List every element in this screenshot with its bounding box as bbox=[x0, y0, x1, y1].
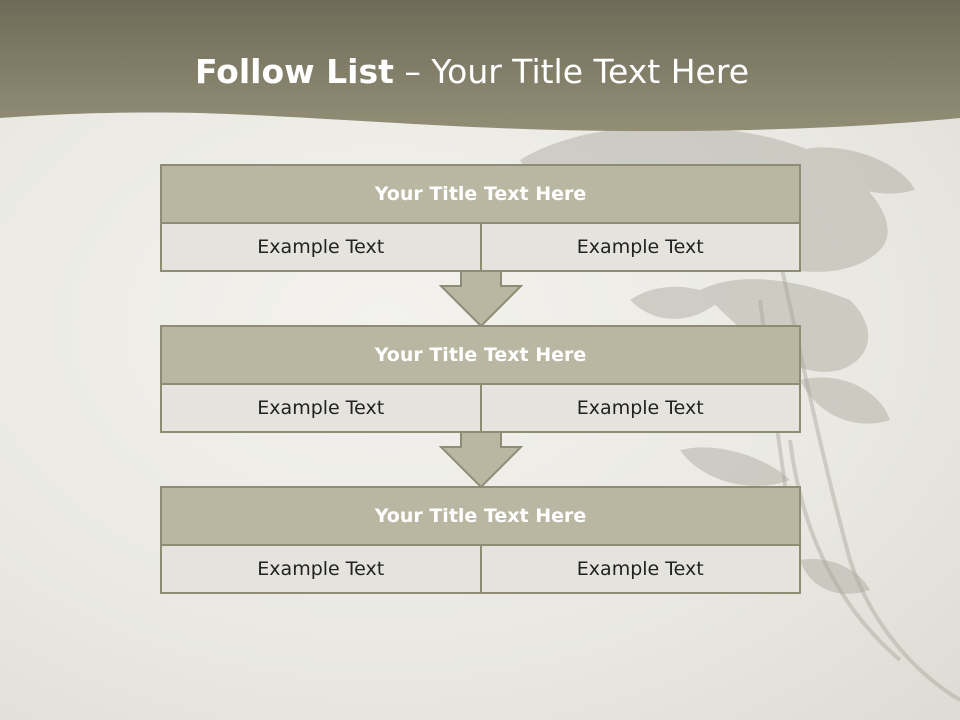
slide-title-rest: Your Title Text Here bbox=[431, 52, 750, 91]
down-arrow-1 bbox=[439, 270, 523, 328]
block-cell-right: Example Text bbox=[479, 385, 799, 431]
block-cell-left: Example Text bbox=[162, 224, 480, 270]
block-cell-right: Example Text bbox=[479, 546, 799, 592]
block-title: Your Title Text Here bbox=[162, 166, 799, 224]
list-block-2: Your Title Text Here Example Text Exampl… bbox=[160, 325, 801, 433]
block-cell-right: Example Text bbox=[479, 224, 799, 270]
slide-title-bold: Follow List bbox=[194, 52, 394, 91]
header-band bbox=[0, 0, 960, 132]
list-block-1: Your Title Text Here Example Text Exampl… bbox=[160, 164, 801, 272]
block-title: Your Title Text Here bbox=[162, 488, 799, 546]
block-cell-left: Example Text bbox=[162, 546, 480, 592]
list-block-3: Your Title Text Here Example Text Exampl… bbox=[160, 486, 801, 594]
block-cell-left: Example Text bbox=[162, 385, 480, 431]
block-row: Example Text Example Text bbox=[162, 385, 799, 431]
slide-title: Follow List – Your Title Text Here bbox=[0, 52, 944, 91]
block-row: Example Text Example Text bbox=[162, 224, 799, 270]
down-arrow-2 bbox=[439, 431, 523, 489]
block-title: Your Title Text Here bbox=[162, 327, 799, 385]
slide-title-separator: – bbox=[393, 52, 432, 91]
block-row: Example Text Example Text bbox=[162, 546, 799, 592]
